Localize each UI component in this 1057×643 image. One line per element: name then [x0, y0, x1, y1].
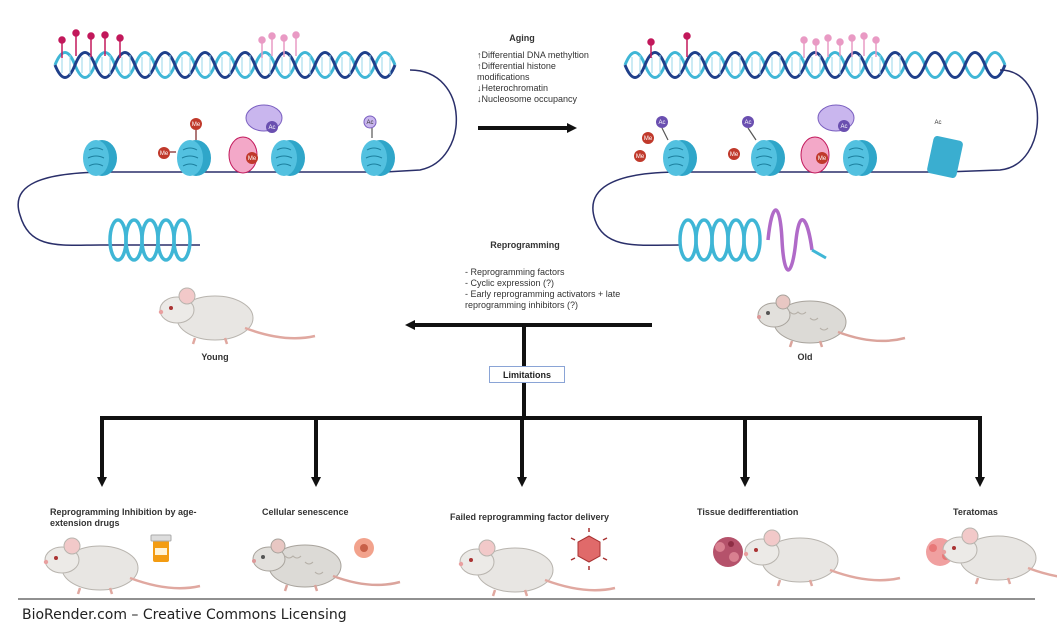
svg-text:Ac: Ac [840, 124, 847, 130]
reprogramming-title: Reprogramming [490, 240, 560, 250]
footer-credit: BioRender.com – Creative Commons Licensi… [22, 607, 347, 623]
senescent-cell-icon [354, 538, 374, 558]
old-label: Old [797, 352, 813, 362]
svg-text:Me: Me [818, 156, 827, 162]
limitation-mouse-4 [742, 528, 902, 588]
aging-details: ↑Differential DNA methyltion ↑Differenti… [477, 50, 589, 104]
limitation-mouse-5 [940, 526, 1057, 586]
limitation-label-2: Cellular senescence [262, 507, 349, 517]
limitation-label-3: Failed reprogramming factor delivery [450, 512, 610, 522]
dedifferentiated-tissue-icon [713, 537, 743, 567]
limitations-box: Limitations [489, 366, 565, 383]
reprogramming-details: - Reprogramming factors - Cyclic express… [465, 267, 621, 310]
limitation-mouse-1 [42, 536, 202, 596]
svg-text:Me: Me [644, 136, 653, 142]
svg-text:Me: Me [192, 122, 201, 128]
limitation-label-4: Tissue dedifferentiation [697, 507, 799, 517]
svg-text:Me: Me [160, 151, 169, 157]
young-heterochromatin-coil [108, 218, 192, 262]
limitations-tree [97, 325, 985, 487]
svg-text:Ac: Ac [658, 120, 665, 126]
young-dna-light-strand [53, 51, 397, 79]
young-label: Young [201, 352, 229, 362]
limitation-label-1: Reprogramming Inhibition by age-extensio… [50, 507, 197, 528]
svg-text:Ac: Ac [934, 120, 941, 126]
svg-text:Ac: Ac [366, 120, 373, 126]
svg-text:Me: Me [636, 154, 645, 160]
limitation-label-5: Teratomas [953, 507, 998, 517]
young-chromatin: Me Me Me Ac Ac [17, 29, 458, 262]
young-dna-dark-strand [53, 51, 397, 79]
svg-text:Me: Me [730, 152, 739, 158]
old-loosened-chromatin [766, 208, 814, 272]
old-mouse [755, 293, 907, 349]
svg-text:Me: Me [248, 156, 257, 162]
old-chromatin: Ac Ac Me Me Me Ac Me Ac [592, 32, 1039, 272]
drug-bottle-icon [150, 534, 172, 562]
svg-text:Ac: Ac [744, 120, 751, 126]
aging-title: Aging [509, 33, 535, 43]
limitation-mouse-2 [250, 537, 402, 593]
young-dark-methyl-pins [58, 29, 124, 58]
young-light-methyl-pins [258, 31, 300, 58]
svg-text:Ac: Ac [268, 125, 275, 131]
young-mouse [157, 286, 317, 346]
virus-vector-icon [570, 528, 608, 570]
